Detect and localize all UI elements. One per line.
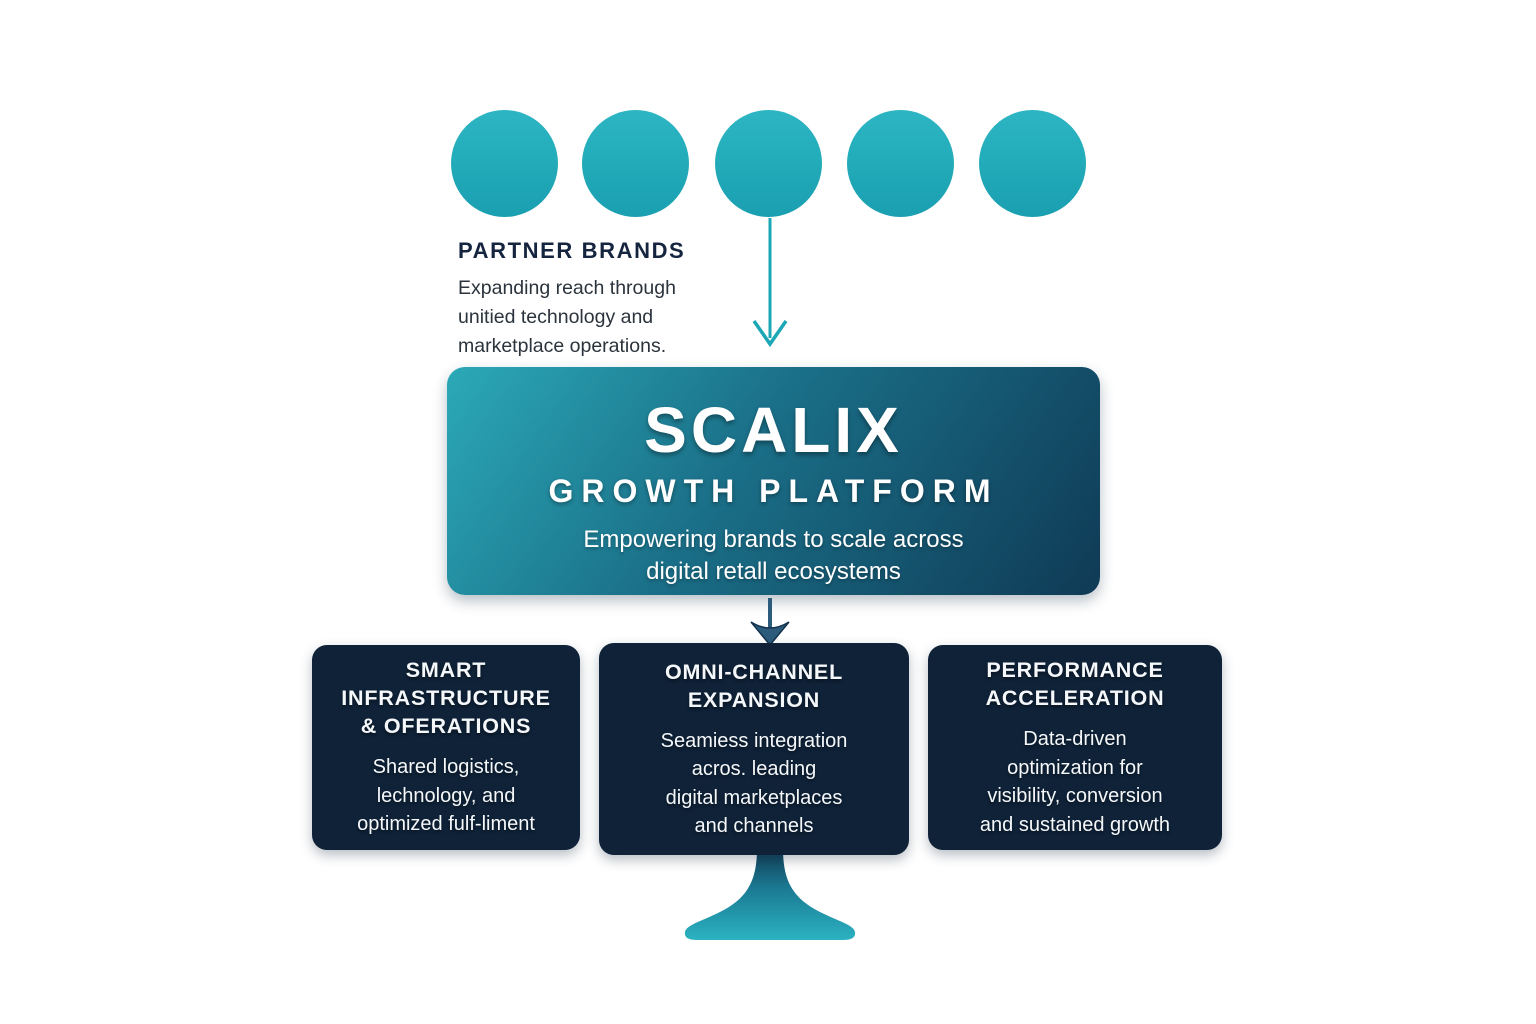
pillar-body-line: optimized fulf-liment <box>357 813 535 836</box>
pillar-title-line: SMART <box>405 658 487 683</box>
platform-box: SCALIX GROWTH PLATFORM Empowering brands… <box>447 367 1100 595</box>
down-arrow-teal-icon <box>752 218 788 348</box>
pillar-body-line: and channels <box>694 815 814 837</box>
partner-brands-heading: PARTNER BRANDS <box>458 238 686 263</box>
description-line: marketplace operations. <box>458 335 667 357</box>
pillar-body-line: acros. leading <box>691 758 817 780</box>
platform-tagline: Empowering brands to scale across digita… <box>447 524 1100 588</box>
partner-brand-circle <box>451 110 558 217</box>
pillar-title-line: ACCELERATION <box>985 686 1165 710</box>
partner-brand-circle <box>582 110 689 217</box>
pillar-body: Data-driven optimization for visibility,… <box>980 725 1170 839</box>
description-line: Expanding reach through <box>458 277 676 299</box>
partner-brands-description: Expanding reach through unitied technolo… <box>458 274 676 361</box>
pillar-title: OMNI-CHANNEL EXPANSION <box>665 658 843 714</box>
down-arrow-navy-icon <box>750 598 790 646</box>
pillar-smart-infrastructure: SMART INFRASTRUCTURE & OFERATIONS Shared… <box>312 645 580 850</box>
funnel-shape <box>684 848 856 940</box>
pillar-body-line: digital marketplaces <box>665 786 843 809</box>
partner-brand-circle <box>979 110 1086 217</box>
pillar-body-line: lechnology, and <box>376 784 516 807</box>
description-line: unitied technology and <box>458 306 654 328</box>
pillar-body-line: visibility, conversion <box>987 785 1163 807</box>
pillar-title-line: PERFORMANCE <box>986 658 1164 682</box>
platform-subtitle: GROWTH PLATFORM <box>548 473 999 509</box>
pillar-title: PERFORMANCE ACCELERATION <box>986 656 1165 712</box>
partner-brand-circle <box>715 110 822 217</box>
pillar-body-line: Data-driven <box>1023 728 1127 750</box>
pillar-title-line: INFRASTRUCTURE <box>341 686 551 711</box>
pillar-body-line: optimization for <box>1007 756 1143 779</box>
pillar-omni-channel: OMNI-CHANNEL EXPANSION Seamiess integrat… <box>599 643 909 855</box>
pillar-title-line: & OFERATIONS <box>360 714 532 739</box>
tagline-line: Empowering brands to scale across <box>583 526 964 553</box>
pillar-title-line: OMNI-CHANNEL <box>665 659 843 684</box>
platform-title: SCALIX <box>644 394 903 466</box>
pillar-body: Shared logistics, lechnology, and optimi… <box>357 753 535 839</box>
pillar-body-line: Shared logistics, <box>372 756 520 779</box>
pillar-body-line: and sustained growth <box>979 813 1171 836</box>
pillar-title: SMART INFRASTRUCTURE & OFERATIONS <box>341 656 550 740</box>
pillar-body: Seamiess integration acros. leading digi… <box>661 727 848 841</box>
pillar-title-line: EXPANSION <box>687 687 821 712</box>
pillar-body-line: Seamiess integration <box>660 729 848 752</box>
pillar-performance-acceleration: PERFORMANCE ACCELERATION Data-driven opt… <box>928 645 1222 850</box>
tagline-line: digital retall ecosystems <box>646 558 901 585</box>
partner-brand-circle <box>847 110 954 217</box>
